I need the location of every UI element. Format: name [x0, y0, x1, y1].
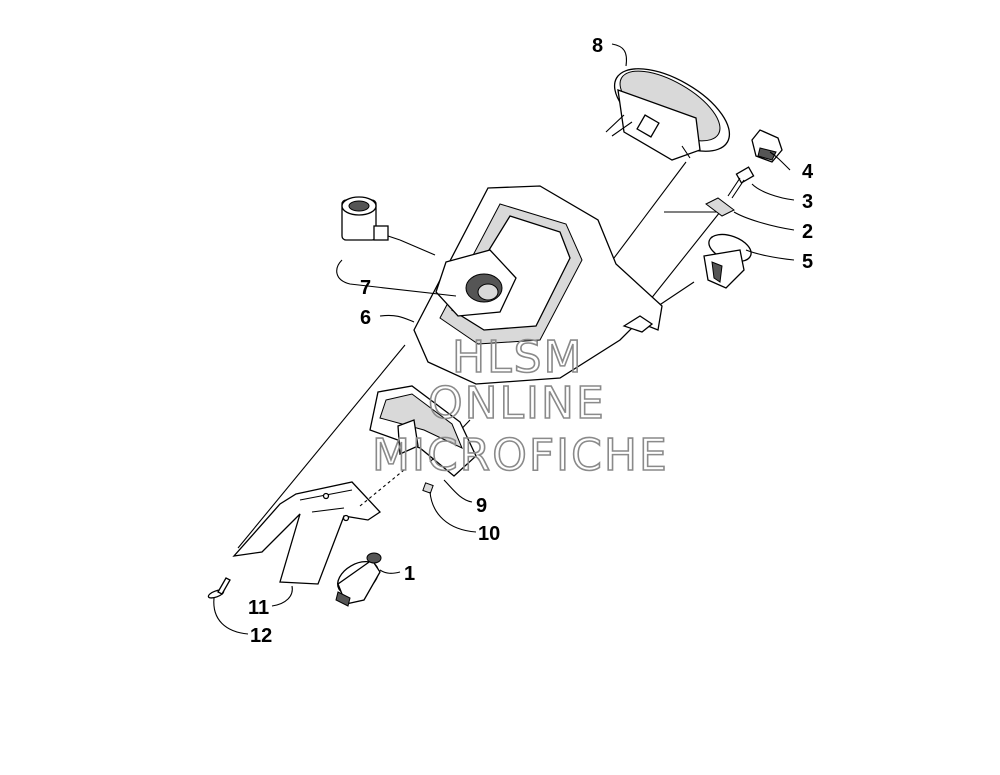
leader-lines [213, 43, 795, 635]
callout-label-3[interactable]: 3 [802, 191, 813, 213]
part-11-bracket[interactable] [232, 469, 405, 585]
watermark-line-1: HLSM [452, 332, 584, 383]
callout-label-5[interactable]: 5 [802, 251, 813, 273]
watermark-line-3: MICROFICHE [372, 430, 669, 481]
watermark-line-2: ONLINE [428, 378, 606, 429]
callout-label-9[interactable]: 9 [476, 495, 487, 517]
callout-label-4[interactable]: 4 [802, 161, 814, 183]
callout-label-11[interactable]: 11 [248, 597, 269, 619]
part-9-inner-panel[interactable] [369, 385, 477, 477]
callout-label-6[interactable]: 6 [360, 307, 371, 329]
callout-labels: 8 4 3 2 5 7 6 9 10 1 11 12 [248, 35, 814, 647]
part-8-instrument-cluster[interactable] [602, 52, 743, 168]
part-4-switch-cap[interactable] [751, 129, 783, 163]
part-10-screw[interactable] [422, 482, 434, 494]
callout-label-12[interactable]: 12 [250, 625, 272, 647]
part-7-socket[interactable] [341, 196, 517, 317]
part-12-rivet[interactable] [207, 577, 231, 600]
part-5-switch[interactable] [703, 229, 755, 289]
callout-label-7[interactable]: 7 [360, 277, 371, 299]
part-1-rotary-switch[interactable] [332, 552, 384, 607]
callout-label-8[interactable]: 8 [592, 35, 603, 57]
callout-label-2[interactable]: 2 [802, 221, 813, 243]
callout-label-1[interactable]: 1 [404, 563, 415, 585]
part-3-key[interactable] [727, 166, 755, 199]
callout-label-10[interactable]: 10 [478, 523, 500, 545]
part-2-clip[interactable] [705, 197, 735, 217]
watermark: HLSM ONLINE MICROFICHE [371, 331, 669, 482]
